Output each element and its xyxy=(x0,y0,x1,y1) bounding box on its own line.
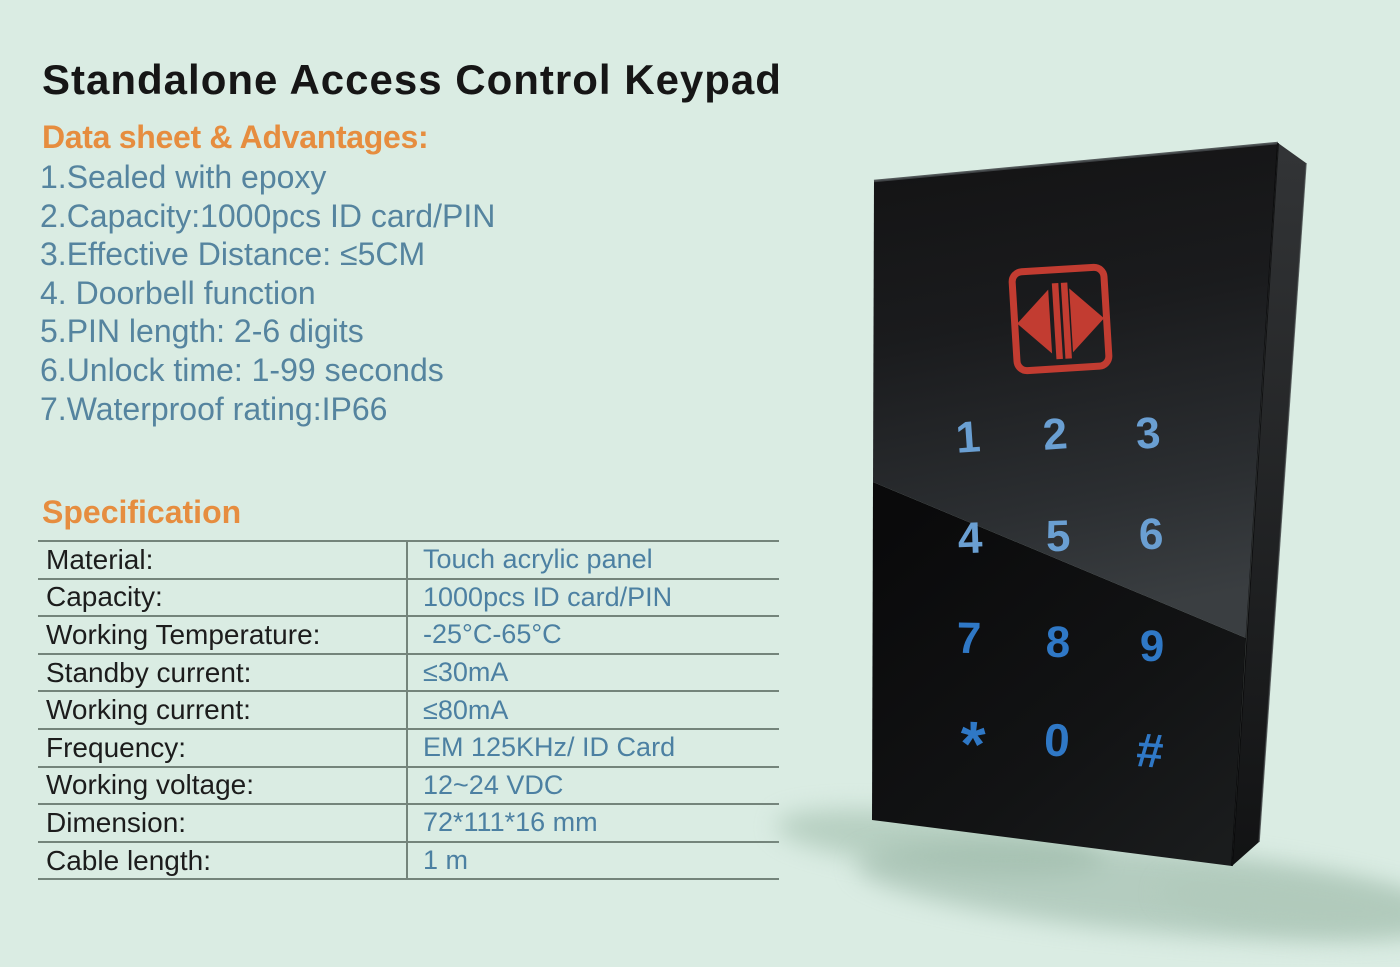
spec-label: Standby current: xyxy=(46,656,252,688)
spec-row: Frequency: EM 125KHz/ ID Card xyxy=(38,728,779,767)
keypad-key-hash: # xyxy=(1135,724,1165,779)
advantage-item: 3.Effective Distance: ≤5CM xyxy=(40,236,426,273)
spec-value: EM 125KHz/ ID Card xyxy=(406,728,779,767)
device-top-edge xyxy=(873,141,1279,183)
advantage-item: 4. Doorbell function xyxy=(40,274,316,311)
keypad-key-0: 0 xyxy=(1043,713,1071,766)
keypad-key-2: 2 xyxy=(1041,409,1069,460)
keypad-key-star: * xyxy=(958,707,987,780)
spec-label: Working current: xyxy=(46,694,251,726)
keypad-key-5: 5 xyxy=(1045,512,1071,562)
advantage-item: 1.Sealed with epoxy xyxy=(40,159,327,195)
spec-label: Dimension: xyxy=(46,806,187,838)
spec-label: Frequency: xyxy=(46,731,187,763)
advantages-heading: Data sheet & Advantages: xyxy=(42,119,429,155)
device-side-back-edge xyxy=(1258,162,1307,843)
spec-value: 72*111*16 mm xyxy=(406,804,779,842)
keypad-key-8: 8 xyxy=(1045,618,1070,667)
spec-value: 1 m xyxy=(406,841,779,880)
advantage-item: 5.PIN length: 2-6 digits xyxy=(40,313,364,350)
spec-value: ≤30mA xyxy=(406,653,779,692)
spec-row: Working voltage: 12~24 VDC xyxy=(38,766,779,805)
spec-table: Material: Touch acrylic panel Capacity: … xyxy=(38,540,779,881)
spec-value: Touch acrylic panel xyxy=(406,541,779,579)
keypad-key-1: 1 xyxy=(954,412,982,463)
spec-label: Working Temperature: xyxy=(46,618,321,650)
spec-value: 1000pcs ID card/PIN xyxy=(406,578,779,617)
door-open-icon xyxy=(1008,263,1113,375)
spec-row: Dimension: 72*111*16 mm xyxy=(38,804,779,842)
keypad-key-4: 4 xyxy=(957,514,984,564)
spec-row: Working current: ≤80mA xyxy=(38,691,779,729)
spec-row: Capacity: 1000pcs ID card/PIN xyxy=(38,578,779,617)
advantage-item: 7.Waterproof rating:IP66 xyxy=(40,390,388,427)
spec-value: ≤80mA xyxy=(406,691,779,729)
device-front-face-upper xyxy=(873,143,1278,638)
keypad-key-3: 3 xyxy=(1134,408,1162,459)
keypad-key-7: 7 xyxy=(956,614,981,663)
spec-label: Cable length: xyxy=(46,844,212,876)
spec-label: Working voltage: xyxy=(46,769,255,801)
keypad-key-6: 6 xyxy=(1138,510,1164,560)
spec-row: Standby current: ≤30mA xyxy=(38,653,779,692)
spec-label: Material: xyxy=(46,543,154,575)
device-side-face xyxy=(1232,143,1306,866)
spec-row: Material: Touch acrylic panel xyxy=(38,541,779,579)
spec-value: 12~24 VDC xyxy=(406,766,779,805)
spec-value: -25°C-65°C xyxy=(406,616,779,654)
spec-row: Working Temperature: -25°C-65°C xyxy=(38,616,779,654)
device-shadow xyxy=(775,809,1400,940)
spec-label: Capacity: xyxy=(46,581,163,613)
device-front-face-lower xyxy=(872,482,1246,866)
device-right-crease xyxy=(1231,142,1279,867)
keypad: 1 2 3 4 5 6 7 8 9 * 0 # xyxy=(954,408,1165,780)
advantages-list: 1.Sealed with epoxy 2.Capacity:1000pcs I… xyxy=(40,158,495,428)
keypad-key-9: 9 xyxy=(1139,622,1164,671)
spec-row: Cable length: 1 m xyxy=(38,841,779,880)
page-title: Standalone Access Control Keypad xyxy=(42,56,782,103)
advantage-item: 2.Capacity:1000pcs ID card/PIN xyxy=(40,197,496,234)
advantage-item: 6.Unlock time: 1-99 seconds xyxy=(40,351,444,388)
specification-heading: Specification xyxy=(42,494,242,530)
